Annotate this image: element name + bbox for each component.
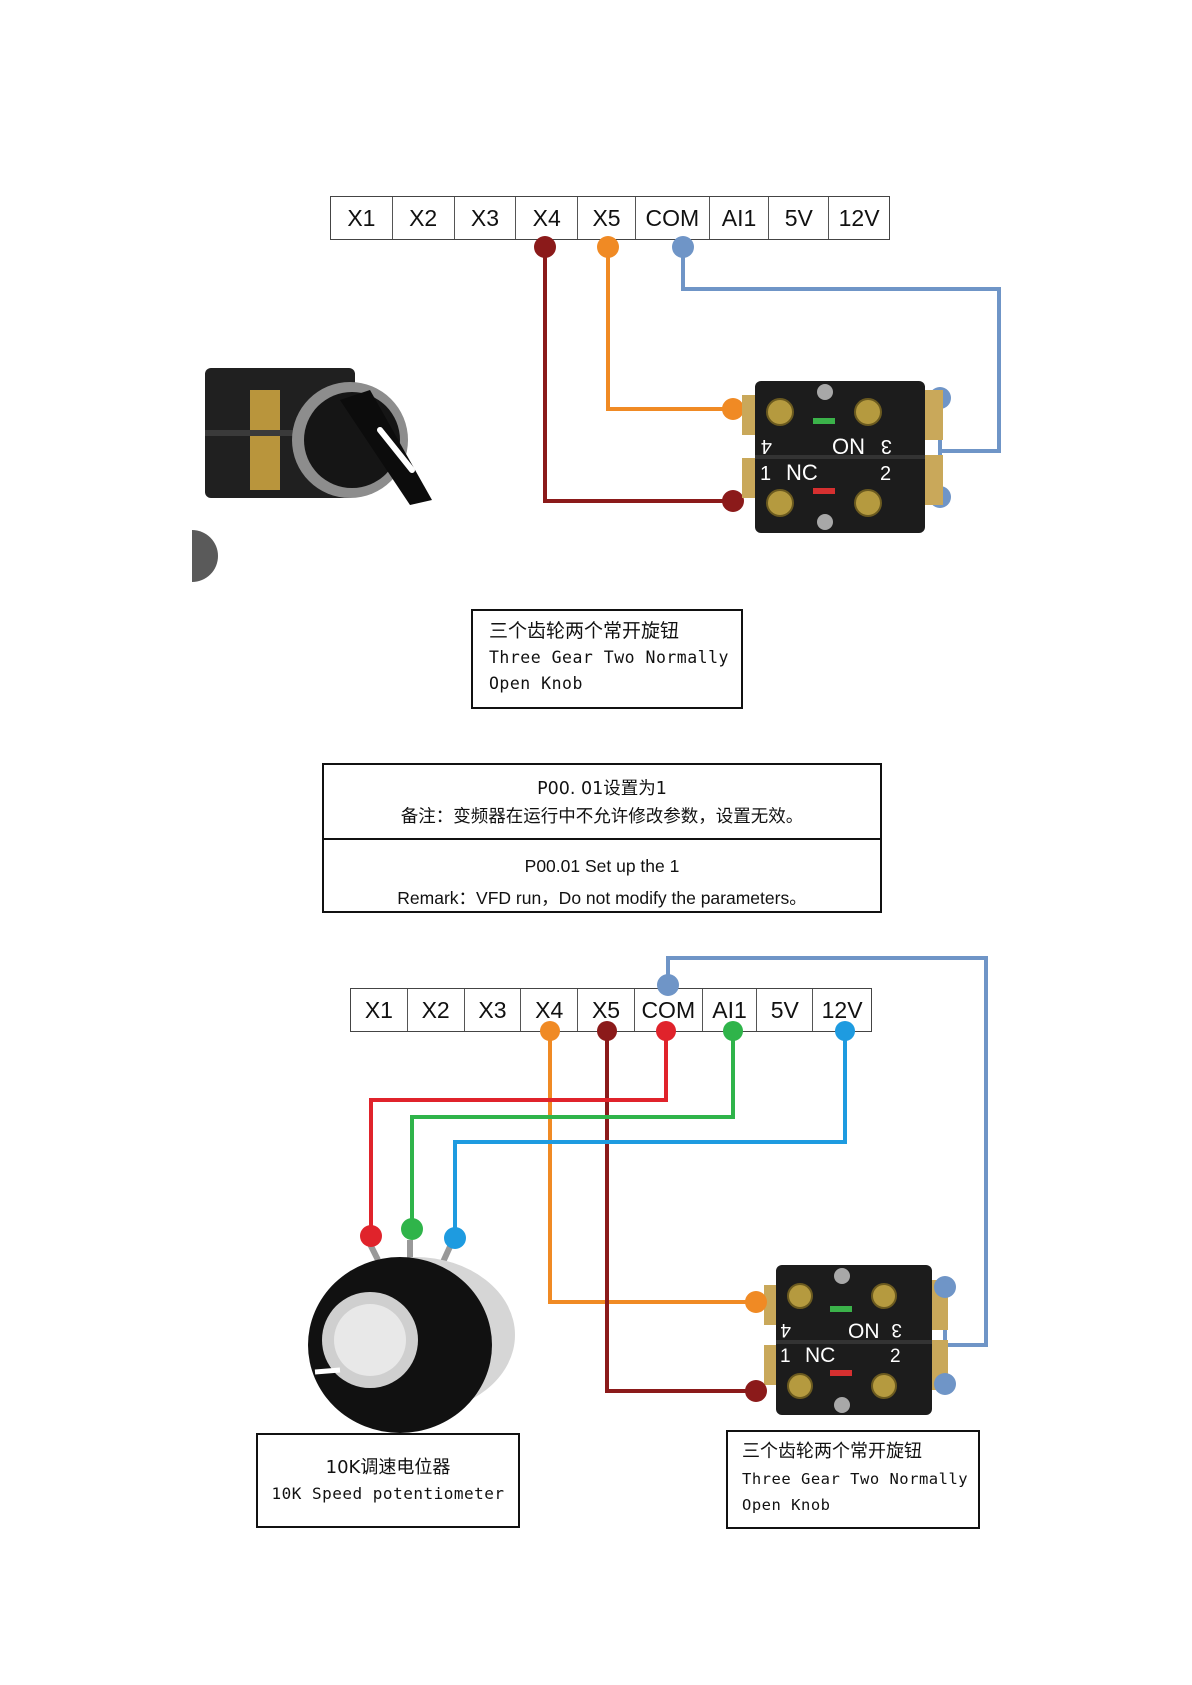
dot-pot-green: [401, 1218, 423, 1240]
terminal-x5-bottom: X5: [578, 989, 635, 1031]
pot-caption-en: 10K Speed potentiometer: [271, 1484, 505, 1503]
wire-x5-bottom: [605, 1036, 756, 1393]
dot-com-top: [672, 236, 694, 258]
caption-box-top: 三个齿轮两个常开旋钮 Three Gear Two Normally Open …: [471, 609, 743, 709]
dot-pot-red: [360, 1225, 382, 1247]
switch-label-on-top: ON: [832, 434, 865, 459]
switch-label-on-bottom: ON: [848, 1320, 880, 1343]
caption-en-line1-bottom: Three Gear Two Normally: [742, 1470, 969, 1488]
dot-x5-bottom: [597, 1021, 617, 1041]
terminal-x2-bottom: X2: [408, 989, 465, 1031]
terminal-x1: X1: [331, 197, 393, 239]
switch-label-nc-bottom: NC: [805, 1344, 835, 1367]
terminal-5v: 5V: [769, 197, 830, 239]
terminal-x1-bottom: X1: [351, 989, 408, 1031]
contact-block-bottom: ON 3 4 1 NC 2: [764, 1265, 948, 1415]
dot-x5-top: [597, 236, 619, 258]
wire-com-red-bottom: [369, 1036, 668, 1233]
caption-cn-top: 三个齿轮两个常开旋钮: [489, 620, 680, 642]
dot-com-loop-bottom: [657, 974, 679, 996]
selector-knob-image: [205, 368, 432, 505]
terminal-x3: X3: [455, 197, 517, 239]
contact-block-top: ON 3 4 1 NC 2: [742, 381, 943, 533]
switch-label-3-bottom: 3: [891, 1319, 902, 1340]
dot-switch-darkred-bottom: [745, 1380, 767, 1402]
dot-x4-bottom: [540, 1021, 560, 1041]
wire-ai1-green-bottom: [410, 1036, 735, 1226]
note-en-line1: P00.01 Set up the 1: [524, 856, 680, 876]
dot-switch-orange-top: [722, 398, 744, 420]
terminal-x2: X2: [393, 197, 455, 239]
switch-label-2-top: 2: [880, 463, 891, 485]
potentiometer-image: [308, 1238, 515, 1433]
dot-12v-bottom: [835, 1021, 855, 1041]
caption-en-line2-bottom: Open Knob: [742, 1496, 831, 1514]
switch-label-4-bottom: 4: [780, 1319, 791, 1340]
wire-12v-blue-bottom: [453, 1036, 847, 1235]
note-en-line2: Remark：VFD run，Do not modify the paramet…: [397, 888, 807, 908]
note-cn-line1: P00. 01设置为1: [537, 779, 667, 799]
terminal-x4: X4: [516, 197, 579, 239]
terminal-12v: 12V: [838, 204, 880, 231]
caption-en-line1-top: Three Gear Two Normally: [489, 648, 729, 667]
terminal-ai1-bottom: AI1: [703, 989, 758, 1031]
wire-com-loop-bottom: [666, 956, 988, 1347]
terminal-com-bottom: COM: [635, 989, 703, 1031]
terminal-com: COM: [636, 197, 710, 239]
terminal-x3-bottom: X3: [465, 989, 522, 1031]
pot-caption-cn: 10K调速电位器: [325, 1457, 451, 1478]
terminal-x4-bottom: X4: [521, 989, 579, 1031]
switch-label-2-bottom: 2: [890, 1346, 901, 1367]
switch-label-4-top: 4: [761, 435, 772, 457]
note-cn-section: P00. 01设置为1 备注：变频器在运行中不允许修改参数，设置无效。: [324, 765, 880, 840]
terminal-strip-top: X1 X2 X3 X4 X5 COM AI1 5V 12V: [330, 196, 890, 240]
caption-cn-bottom: 三个齿轮两个常开旋钮: [742, 1441, 922, 1462]
half-circle-decoration: [192, 530, 218, 582]
note-en-section: P00.01 Set up the 1 Remark：VFD run，Do no…: [324, 840, 880, 910]
dot-switch-blue-a-bottom: [934, 1276, 956, 1298]
caption-box-bottom: 三个齿轮两个常开旋钮 Three Gear Two Normally Open …: [726, 1430, 980, 1529]
dot-pot-blue: [444, 1227, 466, 1249]
switch-label-1-bottom: 1: [780, 1346, 791, 1367]
parameter-note-box: P00. 01设置为1 备注：变频器在运行中不允许修改参数，设置无效。 P00.…: [322, 763, 882, 913]
wire-x4-bottom: [548, 1036, 756, 1304]
terminal-12v-bottom: 12V: [821, 996, 863, 1023]
switch-label-1-top: 1: [760, 463, 771, 485]
terminal-x5: X5: [578, 197, 636, 239]
dot-switch-blue-b-bottom: [934, 1373, 956, 1395]
terminal-ai1: AI1: [710, 197, 770, 239]
switch-label-nc-top: NC: [786, 460, 818, 485]
note-cn-line2: 备注：变频器在运行中不允许修改参数，设置无效。: [400, 807, 804, 827]
dot-com-red-bottom: [656, 1021, 676, 1041]
switch-label-3-top: 3: [881, 435, 892, 457]
dot-x4-top: [534, 236, 556, 258]
dot-switch-darkred-top: [722, 490, 744, 512]
terminal-5v-bottom: 5V: [757, 989, 814, 1031]
wire-x4-top: [543, 247, 733, 503]
dot-switch-orange-bottom: [745, 1291, 767, 1313]
pot-caption-box: 10K调速电位器 10K Speed potentiometer: [256, 1433, 520, 1528]
wire-x5-top: [606, 247, 733, 411]
dot-ai1-bottom: [723, 1021, 743, 1041]
caption-en-line2-top: Open Knob: [489, 674, 583, 693]
